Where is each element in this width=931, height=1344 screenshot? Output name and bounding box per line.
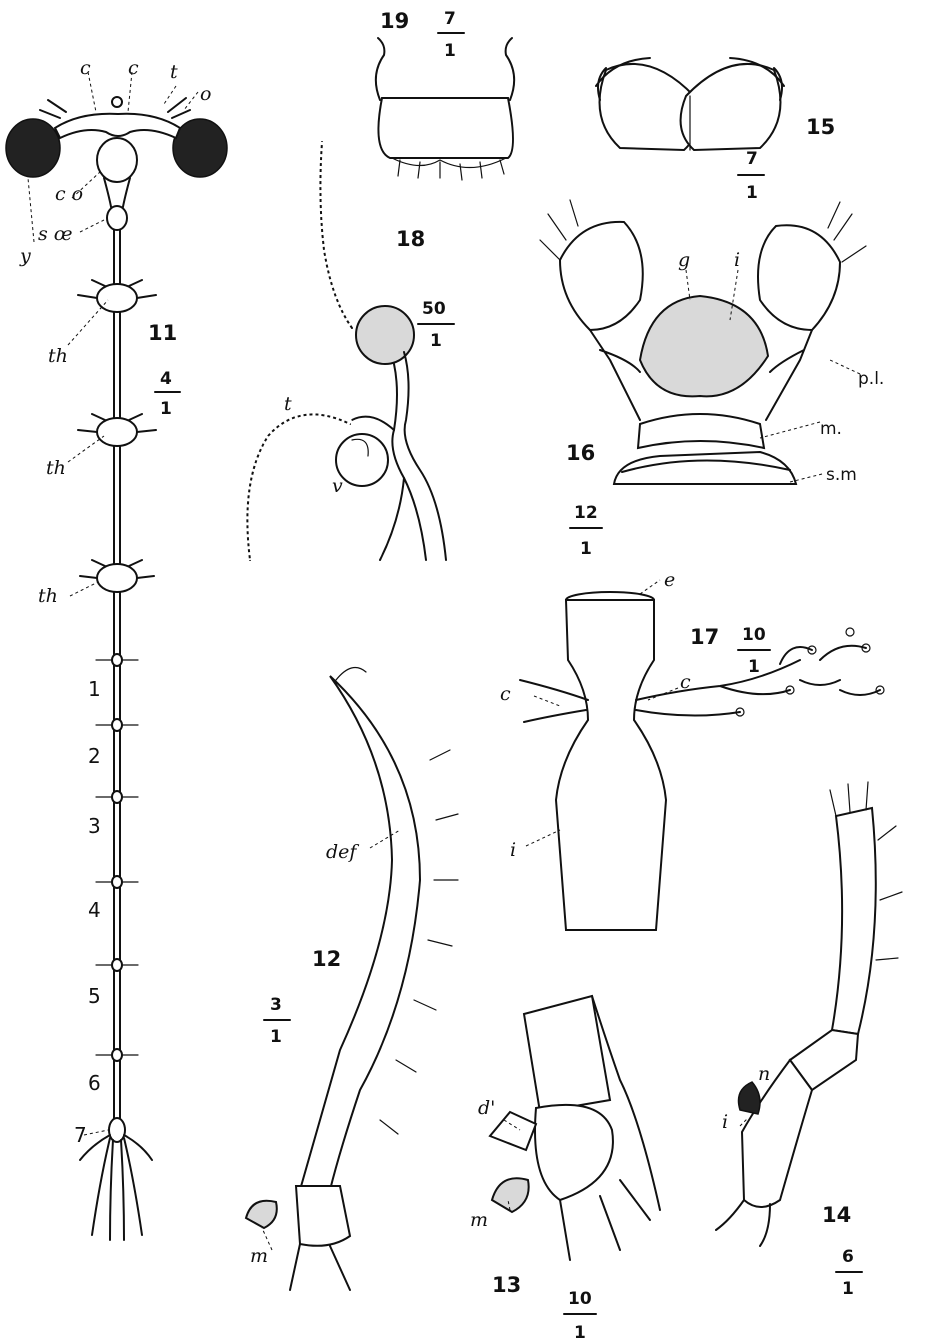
ganglion-label-7: 7 xyxy=(74,1123,87,1147)
scale-fig-11: 4 1 xyxy=(155,369,180,419)
circumoesophageal-ring xyxy=(97,138,137,182)
label-m-fig13: m xyxy=(470,1209,488,1231)
label-y: y xyxy=(19,245,31,267)
label-i-fig16: i xyxy=(734,249,740,271)
svg-text:1: 1 xyxy=(748,657,760,677)
figure-number-16: 16 xyxy=(566,441,595,465)
brain xyxy=(55,114,180,138)
svg-text:1: 1 xyxy=(160,399,172,419)
figure-number-15: 15 xyxy=(806,115,835,139)
svg-text:1: 1 xyxy=(746,183,758,203)
svg-text:1: 1 xyxy=(574,1323,586,1343)
figure-17: e c c i 17 10 1 xyxy=(500,569,884,930)
label-g-fig16: g xyxy=(678,249,690,271)
label-th-2: th xyxy=(46,457,66,479)
svg-text:1: 1 xyxy=(842,1279,854,1299)
label-n-fig14: n xyxy=(758,1063,770,1085)
svg-text:1: 1 xyxy=(580,539,592,559)
figure-number-18: 18 xyxy=(396,227,425,251)
scale-fig-14: 6 1 xyxy=(836,1247,862,1299)
figure-number-14: 14 xyxy=(822,1203,851,1227)
label-i-fig17: i xyxy=(510,839,516,861)
label-i-fig14: i xyxy=(722,1111,728,1133)
thoracic-ganglion-1 xyxy=(78,280,156,312)
ganglion-label-4: 4 xyxy=(88,898,101,922)
vesicle-lower xyxy=(336,434,388,486)
label-c-left-fig17: c xyxy=(500,683,511,705)
svg-text:50: 50 xyxy=(422,299,446,319)
label-def: def xyxy=(326,841,359,863)
scale-fig-12: 3 1 xyxy=(264,995,290,1047)
figure-number-19: 19 xyxy=(380,9,409,33)
figure-number-17: 17 xyxy=(690,625,719,649)
label-soe: s œ xyxy=(38,223,73,245)
label-m-fig12: m xyxy=(250,1245,268,1267)
figure-16: g i p.l. m. s.m 16 12 1 xyxy=(540,200,884,559)
scale-fig-17: 10 1 xyxy=(738,625,770,677)
label-th-3: th xyxy=(38,585,58,607)
ganglion-label-2: 2 xyxy=(88,744,101,768)
thoracic-ganglion-2 xyxy=(78,414,156,446)
figure-14: n i 14 6 1 xyxy=(716,782,902,1299)
figure-18: t v 18 50 1 xyxy=(247,142,454,560)
svg-text:7: 7 xyxy=(444,9,456,29)
ganglion-label-1: 1 xyxy=(88,677,101,701)
figure-number-11: 11 xyxy=(148,321,177,345)
label-pl: p.l. xyxy=(858,369,884,389)
label-t: t xyxy=(170,61,178,83)
svg-text:3: 3 xyxy=(270,995,282,1015)
abdominal-ganglia xyxy=(80,654,152,1240)
label-e-fig17: e xyxy=(664,569,675,591)
label-c-right: c xyxy=(128,57,139,79)
svg-text:10: 10 xyxy=(568,1289,592,1309)
label-c-left: c xyxy=(80,57,91,79)
label-co: c o xyxy=(55,183,83,205)
scale-fig-13: 10 1 xyxy=(564,1289,596,1343)
ganglion-label-3: 3 xyxy=(88,814,101,838)
figure-number-13: 13 xyxy=(492,1273,521,1297)
label-t-fig18: t xyxy=(284,393,292,415)
svg-text:6: 6 xyxy=(842,1247,854,1267)
svg-text:1: 1 xyxy=(430,331,442,351)
figure-19: 19 7 1 xyxy=(376,9,514,180)
left-eye xyxy=(6,119,60,177)
svg-text:1: 1 xyxy=(444,41,456,61)
scale-fig-19: 7 1 xyxy=(438,9,464,61)
svg-text:1: 1 xyxy=(270,1027,282,1047)
label-m-fig16: m. xyxy=(820,419,842,439)
thoracic-ganglion-3 xyxy=(80,560,154,592)
figure-13: d' m 13 10 1 xyxy=(470,996,660,1343)
label-o: o xyxy=(200,83,211,105)
svg-text:10: 10 xyxy=(742,625,766,645)
label-d-fig13: d' xyxy=(478,1097,495,1119)
figure-number-12: 12 xyxy=(312,947,341,971)
scale-fig-15: 7 1 xyxy=(738,149,764,203)
label-v-fig18: v xyxy=(332,475,343,497)
figure-15: 15 7 1 xyxy=(596,58,835,203)
figure-11-nervous-system: c c t o y c o s œ th th th 1 2 3 4 5 6 7… xyxy=(6,57,227,1240)
figure-12: def m 12 3 1 xyxy=(246,668,458,1291)
scale-fig-16: 12 1 xyxy=(570,503,602,559)
scale-fig-18: 50 1 xyxy=(418,299,454,351)
suboesophageal-ganglion xyxy=(107,206,127,230)
svg-text:12: 12 xyxy=(574,503,598,523)
label-c-right-fig17: c xyxy=(680,671,691,693)
ganglion-label-6: 6 xyxy=(88,1071,101,1095)
label-sm: s.m xyxy=(826,465,857,485)
ganglion-label-5: 5 xyxy=(88,984,101,1008)
svg-text:4: 4 xyxy=(160,369,172,389)
svg-text:7: 7 xyxy=(746,149,758,169)
label-th-1: th xyxy=(48,345,68,367)
